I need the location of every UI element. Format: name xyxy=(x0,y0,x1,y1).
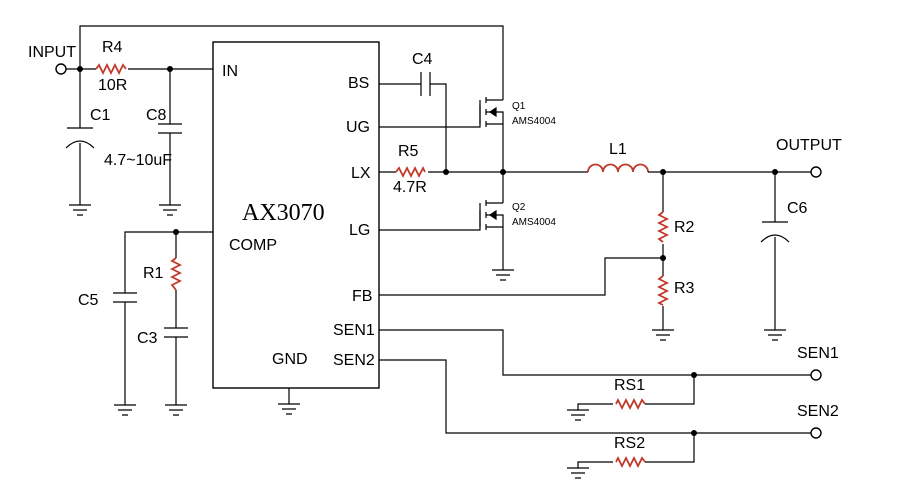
pin-lx-label: LX xyxy=(351,165,371,182)
pin-gnd-label: GND xyxy=(272,351,308,368)
pin-sen2-label: SEN2 xyxy=(333,352,375,369)
ground-symbol-rs2 xyxy=(567,467,589,479)
r5-value: 4.7R xyxy=(393,179,427,196)
ug-wire xyxy=(379,105,481,128)
ground-symbol-c3 xyxy=(165,404,187,416)
c1-capacitor xyxy=(65,127,95,149)
pin-comp-label: COMP xyxy=(229,237,277,254)
lg-wire xyxy=(379,210,481,231)
ground-symbol-c5 xyxy=(114,404,136,416)
q1-ref: Q1 xyxy=(512,101,526,112)
c4-capacitor xyxy=(420,72,431,96)
rs1-resistor xyxy=(615,397,646,411)
ground-symbol-rs1 xyxy=(567,409,589,421)
c4-ref: C4 xyxy=(412,51,433,68)
q1-part: AMS4004 xyxy=(512,116,556,127)
ground-symbol-q2 xyxy=(492,269,514,281)
pin-sen1-label: SEN1 xyxy=(333,322,375,339)
ground-symbol-r3 xyxy=(652,329,674,341)
bs-wire xyxy=(379,83,447,172)
c6-ref: C6 xyxy=(787,200,808,217)
rs2-ref: RS2 xyxy=(614,435,645,452)
c3-ref: C3 xyxy=(137,330,158,347)
c1-ref: C1 xyxy=(90,107,111,124)
c5-ref: C5 xyxy=(78,292,99,309)
sen1-terminal xyxy=(810,369,822,381)
ground-symbol-chip xyxy=(278,403,300,415)
fb-wire xyxy=(379,257,663,296)
sen1-wire xyxy=(379,329,811,376)
r5-resistor xyxy=(395,165,426,179)
r2-ref: R2 xyxy=(674,219,695,236)
input-terminal xyxy=(55,63,67,75)
r3-resistor xyxy=(656,275,670,306)
r2-resistor xyxy=(656,211,670,243)
sen2-port-label: SEN2 xyxy=(797,403,839,420)
sen1-port-label: SEN1 xyxy=(797,345,839,362)
input-port-label: INPUT xyxy=(28,44,76,61)
r3-ref: R3 xyxy=(674,280,695,297)
ground-symbol-c1 xyxy=(69,204,91,216)
junction-bs xyxy=(443,169,449,175)
r1-ref: R1 xyxy=(143,265,164,282)
input-to-q1-wire xyxy=(79,25,504,95)
r4-resistor xyxy=(95,62,127,76)
rs1-ref: RS1 xyxy=(614,377,645,394)
r4-ref: R4 xyxy=(102,39,123,56)
sen2-wire xyxy=(379,359,811,434)
sen2-terminal xyxy=(810,427,822,439)
output-port-label: OUTPUT xyxy=(776,137,842,154)
ground-symbol-c8 xyxy=(159,204,181,216)
ground-symbol-c6 xyxy=(764,329,786,341)
pin-fb-label: FB xyxy=(352,288,372,305)
rs1-wire xyxy=(577,375,695,410)
q2-part: AMS4004 xyxy=(512,217,556,228)
c5-capacitor xyxy=(113,292,137,303)
q2-mosfet xyxy=(479,172,504,270)
rs2-resistor xyxy=(615,455,646,469)
r5-ref: R5 xyxy=(398,143,419,160)
chip-name: AX3070 xyxy=(242,200,325,226)
c6-capacitor xyxy=(760,221,790,243)
c3-capacitor xyxy=(164,327,188,338)
pin-lg-label: LG xyxy=(349,222,370,239)
rs2-wire xyxy=(577,433,695,468)
output-terminal xyxy=(810,166,822,178)
l1-ref: L1 xyxy=(609,141,627,158)
pin-bs-label: BS xyxy=(348,75,369,92)
c8-ref: C8 xyxy=(146,107,167,124)
r4-value: 10R xyxy=(98,77,127,94)
comp-wire xyxy=(124,231,213,405)
pin-ug-label: UG xyxy=(346,119,370,136)
pin-in-label: IN xyxy=(222,63,238,80)
r1-resistor xyxy=(169,257,183,291)
q2-ref: Q2 xyxy=(512,202,526,213)
c8-value: 4.7~10uF xyxy=(104,152,172,169)
q1-mosfet xyxy=(479,95,504,172)
chip-body xyxy=(212,41,380,389)
l1-inductor xyxy=(587,163,649,173)
c8-capacitor xyxy=(158,123,182,134)
